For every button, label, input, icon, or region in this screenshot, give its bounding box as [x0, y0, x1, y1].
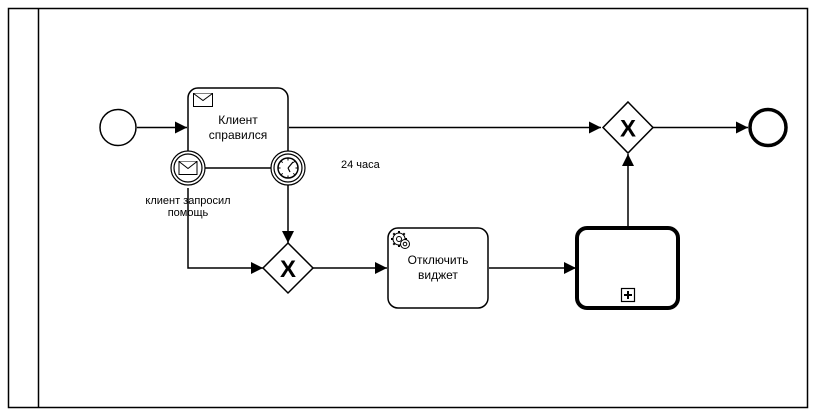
end-event[interactable]	[748, 107, 788, 148]
sequence-flows	[137, 121, 748, 274]
gear-icon	[391, 231, 410, 249]
envelope-icon	[193, 93, 213, 107]
exclusive-gateway-bottom[interactable]: X	[261, 241, 315, 295]
timer-boundary-event[interactable]	[270, 150, 306, 186]
start-event[interactable]	[99, 108, 137, 147]
flow-message-boundary-to-gateway[interactable]	[187, 188, 263, 274]
task-client-checked-in[interactable]: Клиент справился	[187, 87, 289, 169]
plus-box-icon[interactable]	[620, 287, 636, 303]
gateway-marker: X	[620, 116, 636, 143]
task-label-line2: справился	[209, 128, 267, 142]
exclusive-gateway-top[interactable]: X	[601, 100, 655, 155]
task-label-line1: Отключить	[408, 253, 469, 267]
message-boundary-event[interactable]	[170, 150, 206, 186]
pool[interactable]	[7, 7, 809, 409]
envelope-icon	[178, 161, 198, 175]
collapsed-subprocess[interactable]	[575, 226, 680, 310]
message-boundary-label-line1: клиент запросил	[145, 195, 230, 207]
task-disable-widget[interactable]: Отключить виджет	[387, 227, 489, 309]
task-label-line2: виджет	[418, 268, 458, 282]
message-boundary-label-line2: помощь	[168, 207, 209, 219]
gateway-marker: X	[280, 256, 296, 283]
timer-boundary-label: 24 часа	[341, 159, 381, 171]
task-label-line1: Клиент	[218, 113, 258, 127]
clock-icon	[277, 157, 299, 179]
